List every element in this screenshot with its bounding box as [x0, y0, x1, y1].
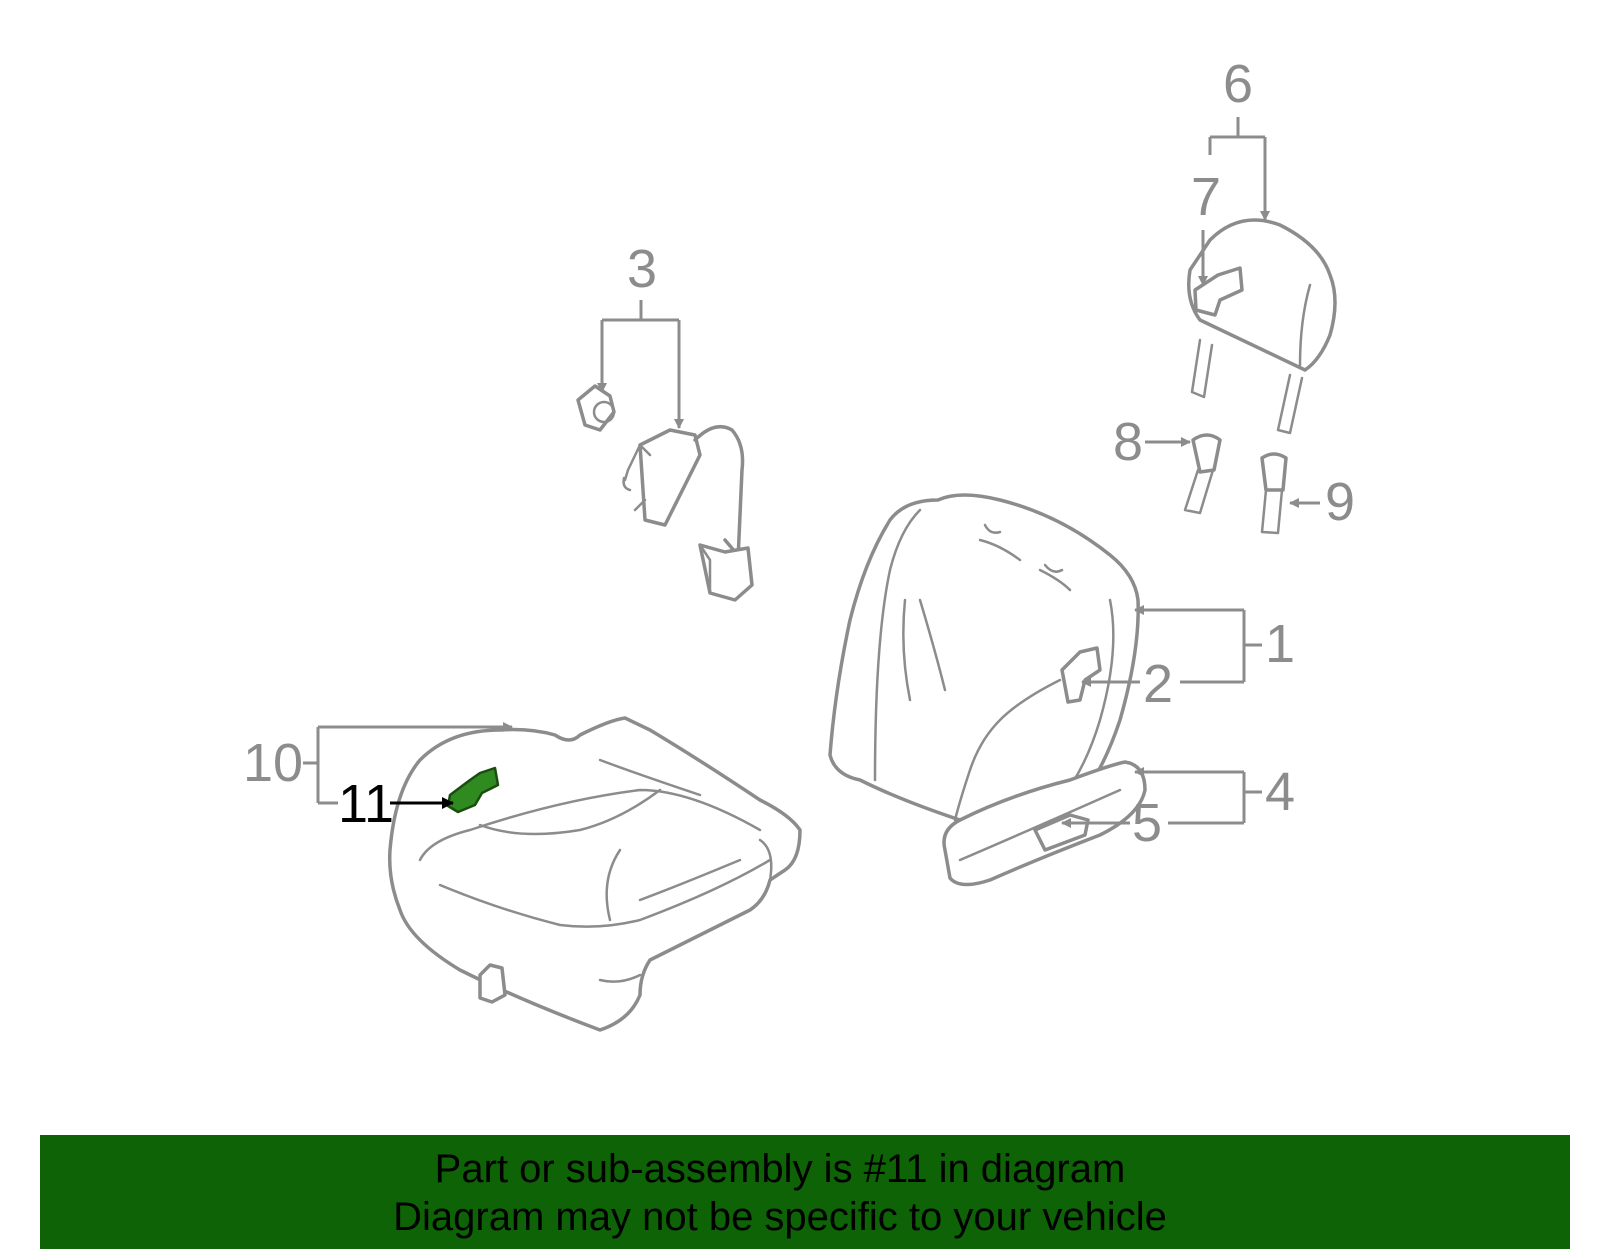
recliner-lever-2: [1060, 646, 1102, 704]
seat-belt-buckle: [622, 424, 754, 602]
banner-line-1: Part or sub-assembly is #11 in diagram: [434, 1147, 1126, 1191]
callout-9: 9: [1325, 472, 1355, 532]
headrest-button-7: [1193, 266, 1244, 317]
info-banner: Part or sub-assembly is #11 in diagram D…: [40, 1135, 1570, 1249]
seat-cushion: [387, 716, 802, 1032]
callout-10: 10: [243, 733, 303, 793]
headrest-guide-9: [1260, 452, 1288, 535]
callout-2: 2: [1143, 654, 1173, 714]
callout-5: 5: [1132, 793, 1162, 853]
headrest: [1187, 218, 1337, 435]
callout-4: 4: [1265, 762, 1295, 822]
callout-1: 1: [1265, 614, 1295, 674]
callout-8: 8: [1113, 412, 1143, 472]
headrest-guide-8: [1183, 433, 1222, 515]
callout-11: 11: [338, 774, 394, 834]
leader-lines: [303, 117, 1320, 828]
banner-line-2: Diagram may not be specific to your vehi…: [393, 1195, 1167, 1239]
callout-7: 7: [1191, 167, 1221, 227]
callout-3: 3: [627, 239, 657, 299]
highlighted-part-11: [446, 766, 500, 814]
callout-6: 6: [1223, 54, 1253, 114]
grommet: [576, 384, 616, 432]
